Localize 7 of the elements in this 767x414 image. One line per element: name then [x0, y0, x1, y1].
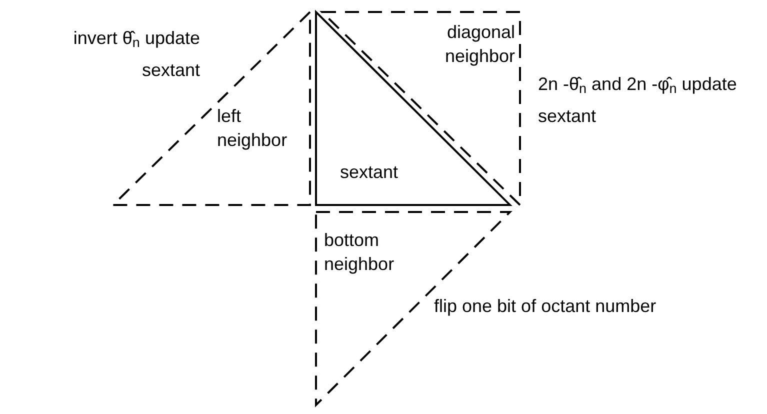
- region-label: left neighbor: [217, 105, 288, 152]
- region-label: diagonal neighbor: [444, 21, 515, 68]
- annotation-text: invert θ̂$_{n}$ update sextant: [72, 27, 200, 82]
- region-label: bottom neighbor: [324, 229, 396, 276]
- region-label: sextant: [340, 161, 400, 184]
- annotation-text: 2n -θ̂$_{n}$ and 2n -φ̂$_{n}$ update sextant: [538, 73, 738, 128]
- annotation-text: flip one bit of octant number: [434, 295, 658, 318]
